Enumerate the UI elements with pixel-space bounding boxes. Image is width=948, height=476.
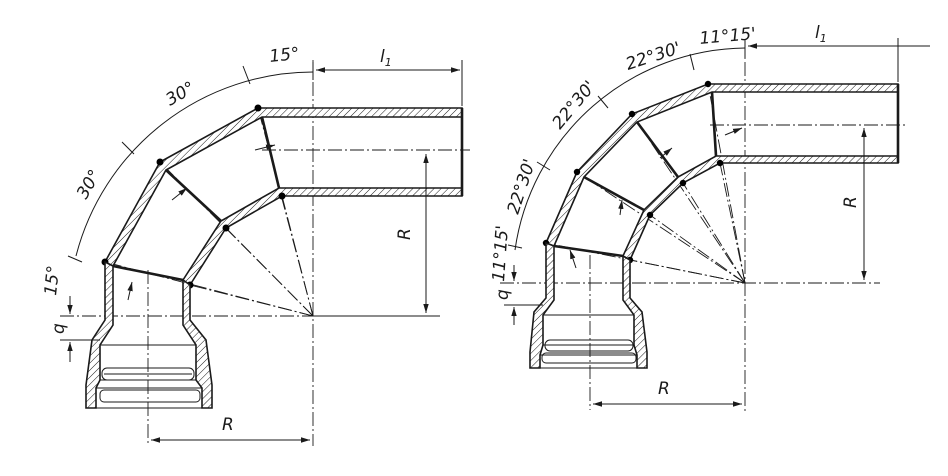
- left-seam-2: [165, 169, 222, 222]
- left-angle-label-4: 15°: [41, 264, 64, 296]
- right-arc-tick: [536, 161, 551, 171]
- left-angle-label-3: 30°: [73, 166, 105, 202]
- left-flow-arrow: [127, 281, 133, 301]
- left-inner-wall: [181, 187, 463, 287]
- right-socket-outer-right: [622, 254, 648, 369]
- right-q-label: q: [493, 289, 513, 300]
- right-weld-dot: [646, 211, 654, 219]
- right-seam-1: [710, 91, 718, 157]
- right-socket-ring-lower: [541, 352, 637, 364]
- right-weld-dot: [704, 80, 712, 88]
- left-socket-ring-lower: [99, 389, 201, 403]
- right-weld-dot: [679, 179, 687, 187]
- left-q-label: q: [49, 323, 69, 334]
- right-r-horizontal-label: R: [658, 379, 670, 399]
- left-seam-3: [112, 264, 184, 282]
- right-r-vertical-label: R: [841, 196, 861, 208]
- left-arc-tick: [242, 65, 251, 85]
- right-radial-lines: [545, 83, 746, 284]
- right-angle-label-5: 11°15': [489, 225, 513, 283]
- right-bend: 11°15' 22°30' 22°30' 22°30' 11°15' l1 R …: [489, 23, 930, 412]
- left-socket-ring: [101, 367, 195, 381]
- right-flow-arrow: [724, 127, 743, 136]
- right-arc-tick: [597, 95, 609, 109]
- left-flow-arrow: [171, 187, 188, 201]
- left-angle-label-2: 30°: [163, 78, 199, 110]
- left-weld-dot: [254, 104, 262, 112]
- right-angle-label-4: 22°30': [504, 157, 540, 217]
- right-arc-tick: [689, 53, 695, 71]
- left-r-horizontal-label: R: [222, 415, 234, 435]
- left-socket-outer-left: [85, 260, 114, 409]
- left-weld-dot: [156, 158, 164, 166]
- left-angle-arc: [75, 71, 314, 257]
- right-seam-4: [553, 244, 624, 258]
- left-socket-outer-right: [182, 278, 213, 409]
- right-angle-label-1: 11°15': [699, 24, 757, 49]
- left-flow-arrow: [254, 144, 276, 151]
- left-weld-dot: [222, 224, 230, 232]
- right-angle-arc: [514, 47, 746, 251]
- left-bend: 15° 30° 30° 15° l1 R R q: [41, 44, 470, 446]
- right-arc-tick: [507, 244, 523, 249]
- right-socket-bell: [530, 314, 647, 369]
- right-flow-arrow: [618, 199, 624, 216]
- right-socket-ring: [544, 339, 634, 352]
- right-seam-3: [583, 175, 645, 212]
- right-flow-arrow: [659, 147, 673, 159]
- left-arc-tick: [121, 141, 135, 155]
- right-weld-dot: [628, 110, 636, 118]
- right-flow-arrow: [569, 249, 577, 269]
- left-angle-label-1: 15°: [268, 44, 300, 67]
- left-arc-tick: [67, 255, 83, 263]
- right-weld-dot: [716, 159, 724, 167]
- right-angle-label-2: 22°30': [623, 38, 683, 74]
- right-seam-2: [635, 121, 680, 178]
- left-weld-dot: [278, 192, 286, 200]
- left-seam-1: [260, 116, 281, 189]
- left-l1-label: l1: [380, 47, 392, 69]
- left-outer-wall: [103, 107, 463, 268]
- left-r-vertical-label: R: [395, 228, 415, 240]
- right-l1-label: l1: [815, 23, 827, 45]
- left-socket-bell: [96, 344, 212, 409]
- right-weld-dot: [573, 168, 581, 176]
